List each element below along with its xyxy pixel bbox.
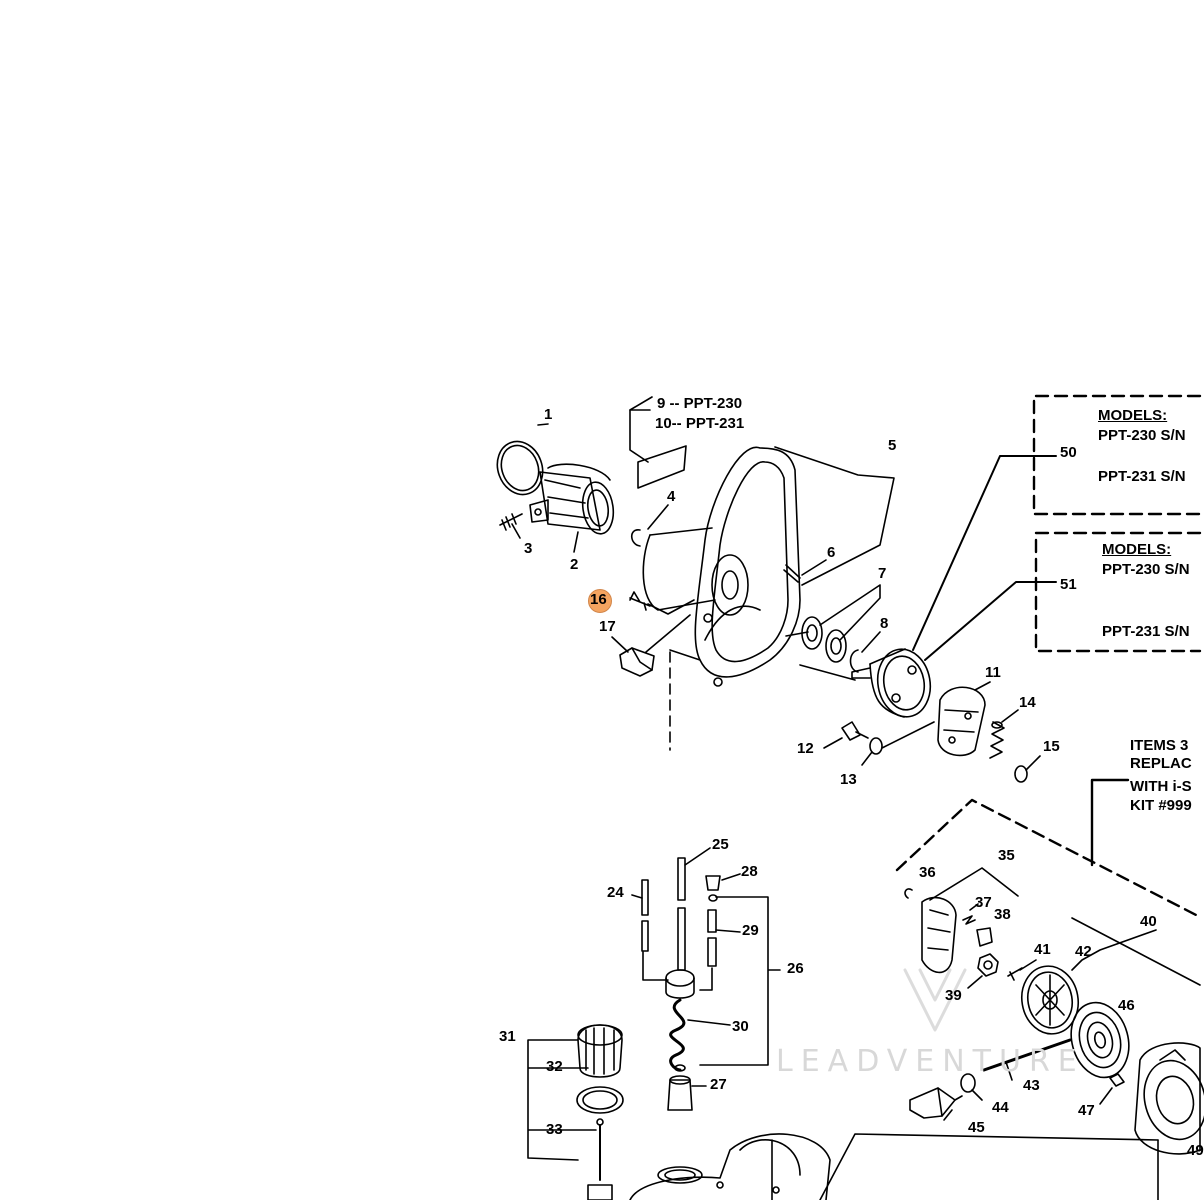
callout-8[interactable]: 8 [880,615,889,632]
callout-31[interactable]: 31 [499,1028,516,1045]
clutch-drum [799,648,932,718]
callout-1[interactable]: 1 [544,406,553,423]
part-27-filter [667,1064,707,1111]
box50-line1: PPT-230 S/N [1098,427,1186,444]
fuel-tank [629,1133,831,1200]
part-35-pawl [921,867,1019,974]
part-24-pipe [631,879,649,952]
callout-41[interactable]: 41 [1034,941,1051,958]
callout-3[interactable]: 3 [524,540,533,557]
callout-33[interactable]: 33 [546,1121,563,1138]
callout-39[interactable]: 39 [945,987,962,1004]
callout-47[interactable]: 47 [1078,1102,1095,1119]
part-14-spring [989,709,1019,759]
callout-40[interactable]: 40 [1140,913,1157,930]
callout-29[interactable]: 29 [742,922,759,939]
callout-42[interactable]: 42 [1075,943,1092,960]
callout-36[interactable]: 36 [919,864,936,881]
callout-28[interactable]: 28 [741,863,758,880]
callout-46[interactable]: 46 [1118,997,1135,1014]
part-3-screw [499,513,523,539]
part-10-variant: 10-- PPT-231 [655,415,745,432]
callout-12[interactable]: 12 [797,740,814,757]
callout-5[interactable]: 5 [888,437,897,454]
callout-2[interactable]: 2 [570,556,579,573]
part-39-nut [967,953,999,989]
callout-25[interactable]: 25 [712,836,729,853]
callout-24[interactable]: 24 [607,884,624,901]
part-16-bolt [629,591,695,615]
box51-line2: PPT-231 S/N [1102,623,1190,640]
callout-7[interactable]: 7 [878,565,887,582]
callout-14[interactable]: 14 [1019,694,1036,711]
callout-11[interactable]: 11 [985,664,1001,681]
items-note-line2: REPLAC [1130,755,1192,772]
part-45-handle [909,1087,963,1121]
callout-35[interactable]: 35 [998,847,1015,864]
callout-32[interactable]: 32 [546,1058,563,1075]
part-1-ring [496,423,549,496]
part-40-starter-case [1071,917,1204,1155]
callout-44[interactable]: 44 [992,1099,1009,1116]
items-note-line1: ITEMS 3 [1130,737,1189,754]
box51-heading: MODELS: [1102,541,1172,558]
callout-30[interactable]: 30 [732,1018,749,1035]
callout-16[interactable]: 16 [590,591,607,608]
part-9-variant: 9 -- PPT-230 [657,395,743,412]
callout-38[interactable]: 38 [994,906,1011,923]
callout-45[interactable]: 45 [968,1119,985,1136]
part-46-spring [1070,1001,1130,1079]
part-7-bearings [785,584,881,663]
part-17-plate [611,614,691,677]
callout-13[interactable]: 13 [840,771,857,788]
callout-27[interactable]: 27 [710,1076,727,1093]
callout-26[interactable]: 26 [787,960,804,977]
box50-heading: MODELS: [1098,407,1168,424]
part-11-clutch-shoe [937,681,991,757]
callout-17[interactable]: 17 [599,618,616,635]
part-42-pulley [1021,929,1157,1035]
items-note-line4: KIT #999 [1130,797,1192,814]
watermark-logo [903,968,967,1032]
callout-51[interactable]: 51 [1060,576,1077,593]
part-12-bolt [823,721,869,749]
items-note-line3: WITH i-S [1130,778,1192,795]
callout-49[interactable]: 49 [1187,1142,1204,1159]
part-31-fuel-cap [577,1024,623,1078]
gasket [637,445,687,489]
callout-16-highlight [588,589,612,613]
callout-50[interactable]: 50 [1060,444,1077,461]
models-box-51 [1034,531,1202,653]
box50-line2: PPT-231 S/N [1098,468,1186,485]
models-box-50 [1032,394,1202,516]
part-29-tube [707,894,741,967]
part-30-grommet [665,969,731,1026]
callout-4[interactable]: 4 [667,488,676,505]
watermark-text: LEADVENTURE [776,1044,1085,1079]
callout-15[interactable]: 15 [1043,738,1060,755]
callout-37[interactable]: 37 [975,894,992,911]
callout-6[interactable]: 6 [827,544,836,561]
part-25-pipe [677,847,711,971]
box51-line1: PPT-230 S/N [1102,561,1190,578]
callout-43[interactable]: 43 [1023,1077,1040,1094]
part-2-housing [529,463,615,535]
